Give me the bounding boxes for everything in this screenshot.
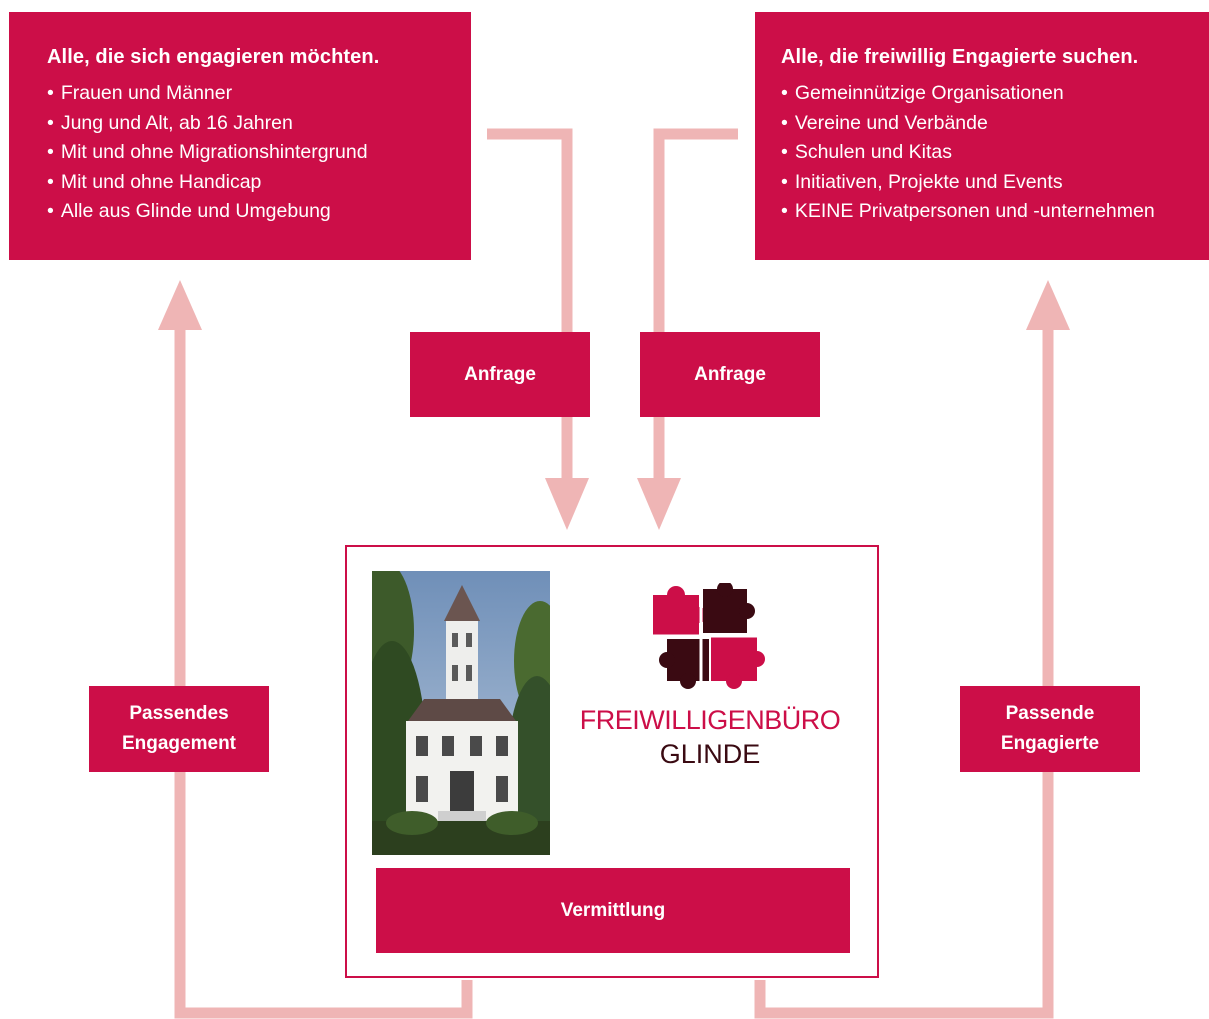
- left-down-arrowhead: [545, 478, 589, 530]
- list-item: KEINE Privatpersonen und -unternehmen: [781, 197, 1209, 227]
- right-request-label: Anfrage: [640, 332, 820, 417]
- puzzle-pieces-logo: [647, 583, 767, 699]
- org-name-line2: GLINDE: [659, 739, 761, 769]
- left-request-line: [487, 128, 573, 482]
- left-return-label-line2: Engagement: [121, 733, 237, 754]
- volunteers-group-title: Alle, die sich engagieren möchten.: [47, 46, 380, 68]
- right-request-line: [653, 128, 738, 482]
- right-request-label-text: Anfrage: [694, 363, 766, 385]
- right-up-arrowhead: [1026, 280, 1070, 330]
- left-request-label-text: Anfrage: [464, 363, 536, 385]
- volunteer-office-panel: FREIWILLIGENBÜRO GLINDE Vermittlung: [345, 545, 879, 978]
- volunteers-group-list: Frauen und Männer Jung und Alt, ab 16 Ja…: [47, 79, 471, 227]
- list-item: Gemeinnützige Organisationen: [781, 79, 1209, 109]
- right-down-arrowhead: [637, 478, 681, 530]
- right-return-label-line1: Passende: [1005, 703, 1095, 724]
- left-return-label: Passendes Engagement: [89, 686, 269, 772]
- left-return-label-line1: Passendes: [129, 703, 229, 724]
- list-item: Mit und ohne Migrationshintergrund: [47, 138, 471, 168]
- volunteers-group-box: Alle, die sich engagieren möchten. Fraue…: [9, 12, 471, 260]
- right-return-line: [754, 320, 1054, 1019]
- organizations-group-title: Alle, die freiwillig Engagierte suchen.: [781, 46, 1139, 68]
- list-item: Vereine und Verbände: [781, 109, 1209, 139]
- list-item: Schulen und Kitas: [781, 138, 1209, 168]
- list-item: Mit und ohne Handicap: [47, 168, 471, 198]
- villa-building-photo: [372, 571, 550, 855]
- mediation-label: Vermittlung: [376, 868, 850, 953]
- right-return-label: Passende Engagierte: [960, 686, 1140, 772]
- right-return-label-line2: Engagierte: [1000, 733, 1100, 754]
- organizations-group-list: Gemeinnützige Organisationen Vereine und…: [781, 79, 1209, 227]
- list-item: Initiativen, Projekte und Events: [781, 168, 1209, 198]
- organizations-group-box: Alle, die freiwillig Engagierte suchen. …: [755, 12, 1209, 260]
- org-name-line1: FREIWILLIGENBÜRO: [579, 705, 841, 735]
- left-request-label: Anfrage: [410, 332, 590, 417]
- left-up-arrowhead: [158, 280, 202, 330]
- list-item: Jung und Alt, ab 16 Jahren: [47, 109, 471, 139]
- left-return-line: [174, 320, 473, 1019]
- list-item: Frauen und Männer: [47, 79, 471, 109]
- list-item: Alle aus Glinde und Umgebung: [47, 197, 471, 227]
- mediation-label-text: Vermittlung: [560, 899, 666, 921]
